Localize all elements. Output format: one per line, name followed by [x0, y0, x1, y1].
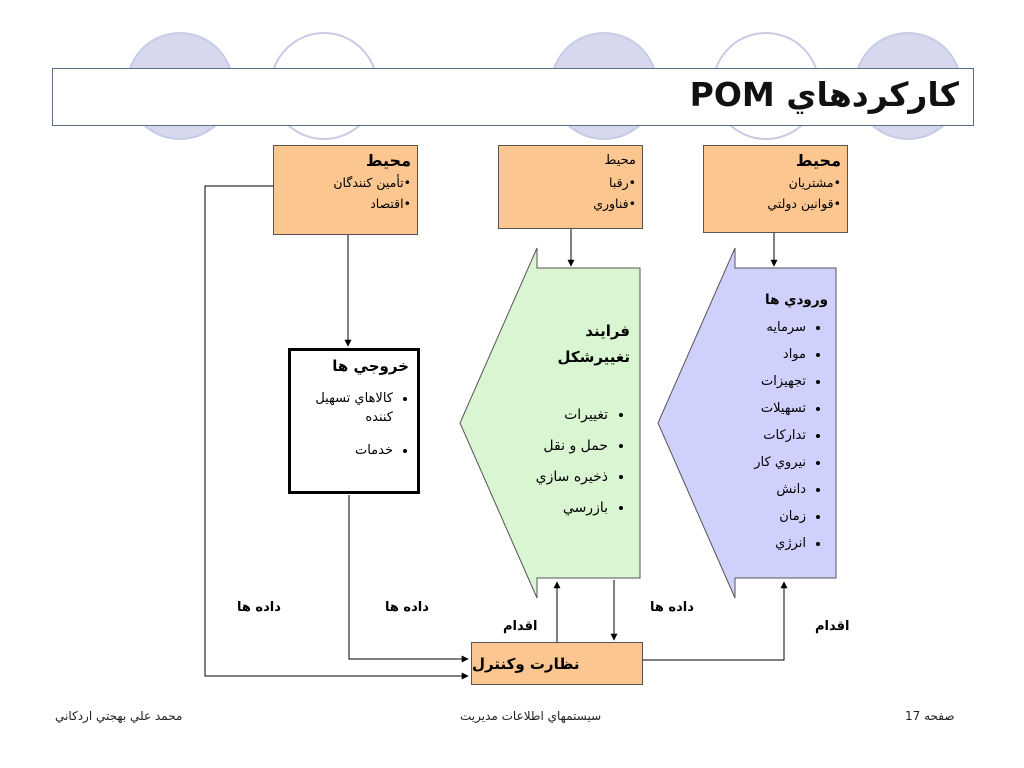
flow-label-action: اقدام: [503, 619, 538, 634]
control-label: نظارت وكنترل: [472, 654, 580, 673]
environment-box-customers: محيط مشتريان قوانين دولتي: [703, 145, 848, 233]
outputs-box: خروجي ها كالاهاي تسهيل كننده خدمات: [288, 348, 420, 494]
inputs-item: دانش: [700, 476, 806, 503]
process-shape: [459, 247, 641, 599]
inputs-content: ورودي ها سرمايه مواد تجهيزات تسهيلات تدا…: [700, 288, 828, 557]
environment-item: فناوري: [505, 193, 636, 214]
title-bar: كاركردهاي POM: [52, 68, 974, 126]
flow-label-data: داده ها: [650, 600, 694, 615]
process-content: فرايند تغييرشكل تغييرات حمل و نقل ذخيره …: [480, 318, 630, 524]
inputs-shape: [657, 247, 837, 599]
environment-item: تأمين كنندگان: [280, 172, 411, 193]
environment-item: قوانين دولتي: [710, 193, 841, 214]
process-item: ذخيره سازي: [480, 462, 608, 493]
process-item: بازرسي: [480, 493, 608, 524]
environment-item: اقتصاد: [280, 193, 411, 214]
environment-box-suppliers: محيط تأمين كنندگان اقتصاد: [273, 145, 418, 235]
process-title-line1: فرايند: [585, 322, 630, 340]
inputs-heading: ورودي ها: [765, 292, 828, 308]
environment-heading: محيط: [604, 153, 636, 168]
footer-page-number: صفحه 17: [905, 709, 955, 723]
process-title-line2: تغييرشكل: [557, 348, 630, 366]
process-item: تغييرات: [480, 400, 608, 431]
flow-label-action: اقدام: [815, 619, 850, 634]
inputs-item: سرمايه: [700, 314, 806, 341]
environment-item: رقبا: [505, 172, 636, 193]
inputs-item: تسهيلات: [700, 395, 806, 422]
inputs-item: نيروي كار: [700, 449, 806, 476]
inputs-item: زمان: [700, 503, 806, 530]
environment-item: مشتريان: [710, 172, 841, 193]
inputs-item: تجهيزات: [700, 368, 806, 395]
outputs-item: خدمات: [299, 441, 393, 460]
footer-course-title: سيستمهاي اطلاعات مديريت: [460, 709, 602, 723]
flow-label-data: داده ها: [385, 600, 429, 615]
control-box: نظارت وكنترل: [471, 642, 643, 685]
outputs-item: كالاهاي تسهيل كننده: [299, 389, 393, 427]
inputs-item: مواد: [700, 341, 806, 368]
inputs-item: انرژي: [700, 530, 806, 557]
outputs-heading: خروجي ها: [332, 357, 409, 375]
footer-author: محمد علي بهجتي اردكاني: [55, 709, 183, 723]
environment-heading: محيط: [795, 151, 841, 170]
inputs-item: تداركات: [700, 422, 806, 449]
page-title: كاركردهاي POM: [689, 75, 959, 114]
environment-heading: محيط: [365, 151, 411, 170]
environment-box-competitors: محيط رقبا فناوري: [498, 145, 643, 229]
process-item: حمل و نقل: [480, 431, 608, 462]
flow-label-data: داده ها: [237, 600, 281, 615]
